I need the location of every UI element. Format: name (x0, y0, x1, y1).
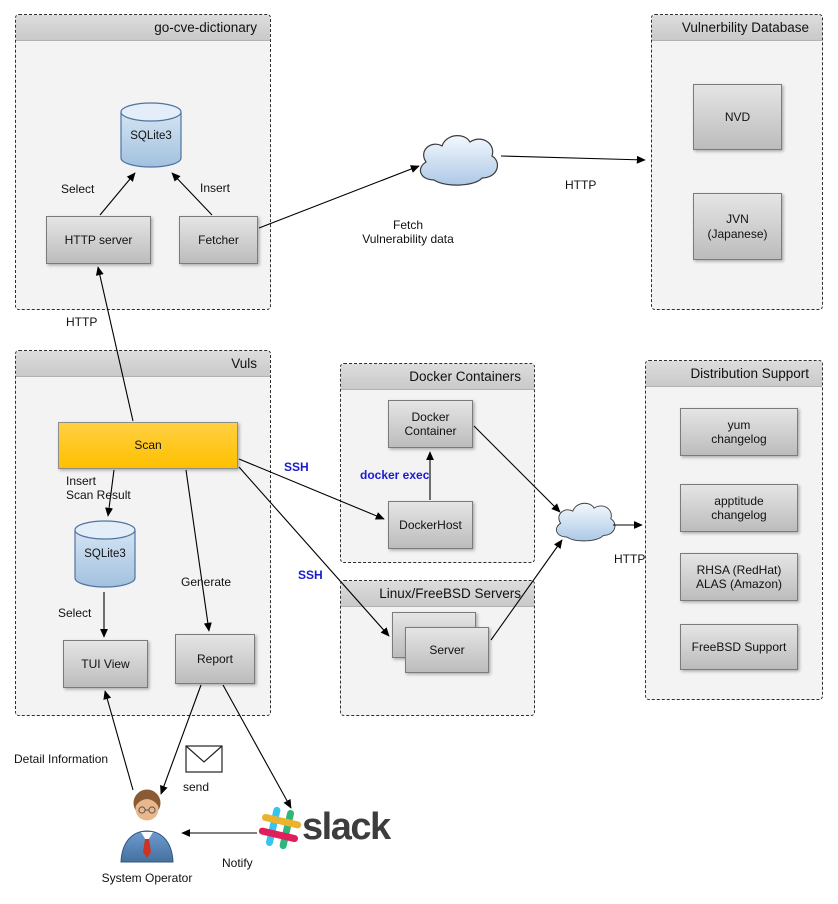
arrow-cloud-to-vulndb (500, 155, 646, 164)
edge-label-insert-cve: Insert (200, 181, 231, 195)
group-title-docker-containers: Docker Containers (341, 364, 534, 390)
node-yum-changelog: yum changelog (680, 408, 798, 456)
group-title-vulnerability-database: Vulnerbility Database (652, 15, 822, 41)
database-cylinder-icon (120, 102, 182, 168)
node-docker-host: DockerHost (388, 501, 473, 549)
cloud-icon-fetch (419, 134, 499, 186)
group-title-linux-freebsd-servers: Linux/FreeBSD Servers (341, 581, 534, 607)
node-tui-view: TUI View (63, 640, 148, 688)
edge-label-ssh-linux: SSH (298, 568, 323, 582)
edge-label-generate: Generate (181, 575, 232, 589)
cloud-icon-distribution (555, 502, 616, 542)
edge-label-http-scan: HTTP (66, 315, 98, 329)
edge-label-select-cve: Select (61, 182, 95, 196)
person-icon (120, 789, 174, 863)
node-sqlite3-cve: SQLite3 (119, 100, 183, 170)
envelope-icon (185, 745, 223, 773)
node-fetcher: Fetcher (179, 216, 258, 264)
slack-hash-icon (258, 806, 302, 850)
edge-label-docker-exec: docker exec (360, 468, 430, 482)
slack-wordmark: slack (302, 806, 391, 848)
arrow-report-to-operator (160, 684, 202, 795)
group-title-distribution-support: Distribution Support (646, 361, 822, 387)
node-label-sqlite3-cve: SQLite3 (130, 130, 172, 142)
edge-label-send: send (183, 780, 210, 794)
arrow-fetcher-to-cloud (258, 165, 420, 229)
node-scan: Scan (58, 422, 238, 469)
group-vulnerability-database: Vulnerbility Database (651, 14, 823, 310)
arrow-report-to-slack (222, 684, 292, 809)
system-operator-label: System Operator (101, 871, 193, 885)
edge-label-notify: Notify (222, 856, 253, 870)
arrow-lines (95, 155, 646, 837)
arrow-fetcher-to-sqlite (171, 172, 213, 216)
arrow-server-to-cloud (490, 539, 563, 641)
node-report: Report (175, 634, 255, 684)
arrow-scan-to-httpserver (95, 266, 134, 422)
arrow-scan-to-report (185, 469, 212, 632)
edge-label-http-dist: HTTP (614, 552, 646, 566)
edge-label-select-vuls: Select (58, 606, 92, 620)
group-title-vuls: Vuls (16, 351, 270, 377)
group-title-go-cve-dictionary: go-cve-dictionary (16, 15, 270, 41)
node-docker-container: Docker Container (388, 400, 473, 448)
node-freebsd-support: FreeBSD Support (680, 624, 798, 670)
node-http-server: HTTP server (46, 216, 151, 264)
node-nvd: NVD (693, 84, 782, 150)
edge-label-insert-scan-result: Insert Scan Result (66, 474, 131, 503)
arrow-scan-to-sqlite (105, 469, 115, 517)
node-sqlite3-vuls: SQLite3 (73, 518, 137, 590)
node-jvn: JVN (Japanese) (693, 193, 782, 260)
arrow-scan-to-dockerhost (238, 458, 385, 520)
node-label-sqlite3-vuls: SQLite3 (84, 548, 126, 560)
edge-label-detail-information: Detail Information (14, 752, 109, 766)
arrow-httpserver-to-sqlite (99, 172, 136, 216)
edge-label-fetch: Fetch Vulnerability data (362, 218, 454, 247)
arrow-operator-to-tui (103, 690, 134, 791)
edge-label-ssh-docker: SSH (284, 460, 309, 474)
arrow-container-to-cloud (473, 425, 561, 513)
edge-label-http-vulndb: HTTP (565, 178, 597, 192)
node-server: Server (405, 627, 489, 673)
node-apptitude-changelog: apptitude changelog (680, 484, 798, 532)
database-cylinder-icon (74, 520, 136, 588)
node-rhsa-alas: RHSA (RedHat) ALAS (Amazon) (680, 553, 798, 601)
arrow-scan-to-server (238, 466, 390, 637)
